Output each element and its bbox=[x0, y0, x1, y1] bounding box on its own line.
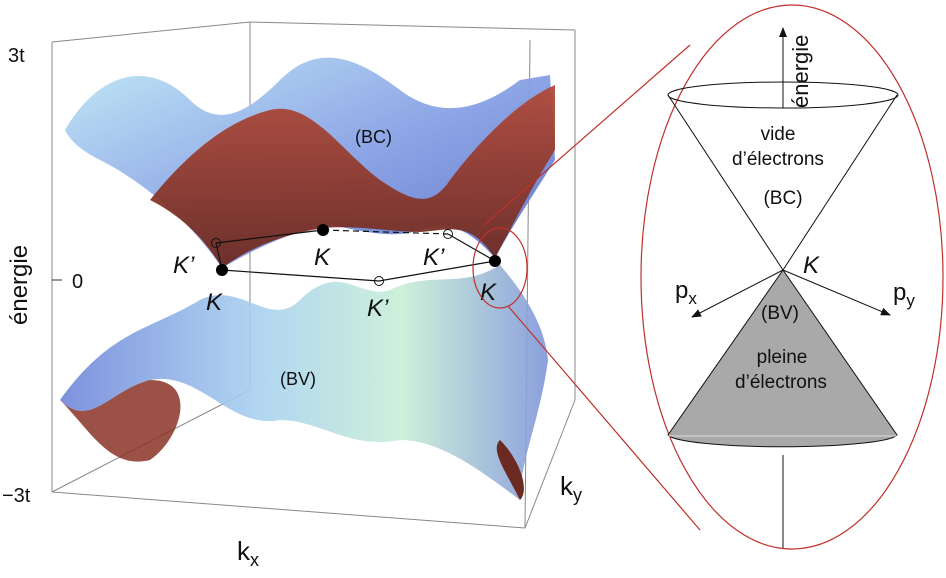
y-axis-label: énergie bbox=[6, 245, 33, 325]
label-k: K bbox=[480, 279, 497, 306]
px-label: px bbox=[675, 277, 697, 308]
z-axis-label: ky bbox=[560, 471, 582, 505]
k-point bbox=[489, 255, 501, 267]
y-tick-minus-3t: −3t bbox=[2, 485, 31, 507]
band-label-bv: (BV) bbox=[280, 369, 316, 389]
energy-axis-label: énergie bbox=[788, 35, 813, 108]
dirac-points bbox=[211, 224, 501, 286]
y-tick-0: 0 bbox=[72, 271, 83, 293]
valence-cone bbox=[667, 269, 898, 448]
py-arrow bbox=[782, 269, 891, 316]
k-prime-point bbox=[211, 238, 221, 248]
upper-text-2: d’électrons bbox=[732, 149, 824, 170]
dirac-cone bbox=[667, 27, 899, 548]
x-axis-label: kx bbox=[237, 536, 259, 570]
label-k-prime: K’ bbox=[173, 252, 195, 279]
y-tick-3t: 3t bbox=[8, 45, 25, 67]
label-k-prime: K’ bbox=[423, 244, 445, 271]
label-k: K bbox=[206, 289, 223, 316]
lower-text-2: d’électrons bbox=[735, 372, 827, 393]
k-point bbox=[317, 224, 329, 236]
band-label-bc: (BC) bbox=[355, 127, 392, 147]
label-k-prime: K’ bbox=[367, 295, 389, 322]
lower-text-1: pleine bbox=[757, 347, 808, 368]
upper-text-1: vide bbox=[761, 124, 796, 145]
label-k: K bbox=[314, 244, 331, 271]
px-arrow bbox=[691, 269, 784, 318]
brillouin-zone-hexagon bbox=[215, 229, 496, 282]
py-label: py bbox=[893, 279, 915, 310]
k-point bbox=[216, 264, 228, 276]
cone-k-label: K bbox=[803, 252, 820, 279]
k-prime-point bbox=[443, 229, 453, 239]
valence-band-surface bbox=[60, 265, 548, 500]
upper-band-label: (BC) bbox=[763, 188, 802, 209]
conduction-band-surface bbox=[65, 57, 555, 268]
k-prime-point bbox=[374, 276, 384, 286]
lower-band-label: (BV) bbox=[761, 303, 799, 324]
